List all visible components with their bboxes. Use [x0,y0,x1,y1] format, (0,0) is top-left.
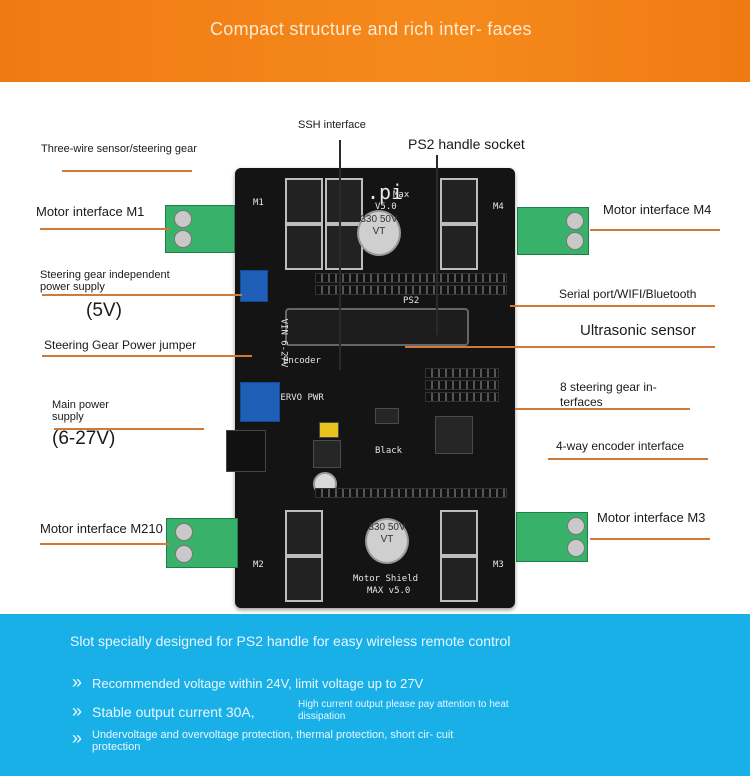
board-m3-label: M3 [493,560,504,570]
board-logo: .pi [367,180,404,204]
label-8-steering-interfaces: 8 steering gear in- terfaces [560,380,657,409]
board-logo-sub: Max [393,190,410,200]
capacitor-top-label: 330 50V VT [360,214,398,237]
pin-header [315,285,507,295]
mosfet [440,510,478,556]
terminal-block-m4 [517,207,589,255]
bullet-voltage: Recommended voltage within 24V, limit vo… [92,676,424,691]
callout-line [54,428,204,430]
small-chip [375,408,399,424]
bullet-protection: Undervoltage and overvoltage protection,… [92,729,454,753]
callout-line [590,229,720,231]
capacitor-top: 330 50V VT [357,210,401,256]
label-steering-independent-power: Steering gear independent power supply [40,269,170,293]
board-servo-pwr-label: SERVO PWR [275,393,324,403]
dc-power-jack [226,430,266,472]
callout-line-vertical [339,140,341,370]
callout-line [40,543,170,545]
mosfet [440,224,478,270]
board-m4-label: M4 [493,202,504,212]
servo-header [425,392,499,402]
label-voltage-range: (6-27V) [52,428,116,449]
chevron-right-icon: » [72,701,83,721]
callout-line [42,355,252,357]
mosfet [285,224,323,270]
mosfet [325,224,363,270]
screw [566,212,584,230]
servo-power-terminal [240,270,268,302]
callout-line [42,294,242,296]
board-shield-label: Motor Shield [353,574,419,584]
screw [567,539,585,557]
board-encoder-label: Encoder [283,356,321,366]
callout-line [515,408,690,410]
board-m2-label: M2 [253,560,264,570]
screw [567,517,585,535]
driver-chip [435,416,473,454]
jumper-cap [319,422,339,438]
screw [175,545,193,563]
label-4-way-encoder: 4-way encoder interface [556,439,685,453]
label-motor-m4: Motor interface M4 [603,202,712,217]
callout-line [590,538,710,540]
screw [174,230,192,248]
servo-header [425,368,499,378]
board-version: V5.0 [375,202,397,212]
callout-line [405,346,715,348]
ps2-socket [285,308,469,346]
label-three-wire-sensor: Three-wire sensor/steering gear [41,143,197,155]
mosfet [285,556,323,602]
mosfet [285,178,323,224]
label-steering-power-jumper: Steering Gear Power jumper [44,338,197,352]
mosfet [440,178,478,224]
screw [175,523,193,541]
bullet-current-note: High current output please pay attention… [298,699,509,722]
bullet-current: Stable output current 30A, [92,704,255,720]
callout-line [62,170,192,172]
board-shield-ver: MAX v5.0 [367,586,411,596]
board-black-label: Black [375,446,403,456]
mosfet [285,510,323,556]
board-m1-label: M1 [253,198,264,208]
mosfet [325,178,363,224]
callout-line [548,458,708,460]
label-serial-wifi-bluetooth: Serial port/WIFI/Bluetooth [559,287,697,301]
screw [174,210,192,228]
label-5v: (5V) [86,300,122,321]
capacitor-bottom-label: 330 50V VT [368,522,406,545]
main-power-terminal [240,382,280,422]
servo-header [425,380,499,390]
inductor [313,440,341,468]
terminal-block-m3 [516,512,588,562]
callout-line-vertical [436,155,438,335]
callout-line [40,228,170,230]
label-motor-m1: Motor interface M1 [36,204,145,219]
terminal-block-m2 [166,518,238,568]
pin-header [315,488,507,498]
bottom-headline: Slot specially designed for PS2 handle f… [70,633,511,649]
board-ps2-label: PS2 [403,296,420,306]
chevron-right-icon: » [72,728,83,748]
callout-line [510,305,715,307]
pin-header [315,273,507,283]
top-banner [0,0,750,82]
chevron-right-icon: » [72,672,83,692]
terminal-block-m1 [165,205,235,253]
label-ps2-socket: PS2 handle socket [408,136,525,152]
motor-shield-board: .pi Max V5.0 330 50V VT M1 M4 PS2 VIN 6-… [235,168,515,608]
banner-title: Compact structure and rich inter- faces [210,19,532,39]
label-motor-m3: Motor interface M3 [597,510,706,525]
label-main-power-supply: Main power supply [52,399,109,423]
screw [566,232,584,250]
label-motor-m210: Motor interface M210 [40,521,163,536]
mosfet [440,556,478,602]
capacitor-bottom: 330 50V VT [365,518,409,564]
bottom-banner [0,614,750,776]
label-ssh-interface: SSH interface [298,119,366,131]
label-ultrasonic-sensor: Ultrasonic sensor [580,322,696,339]
